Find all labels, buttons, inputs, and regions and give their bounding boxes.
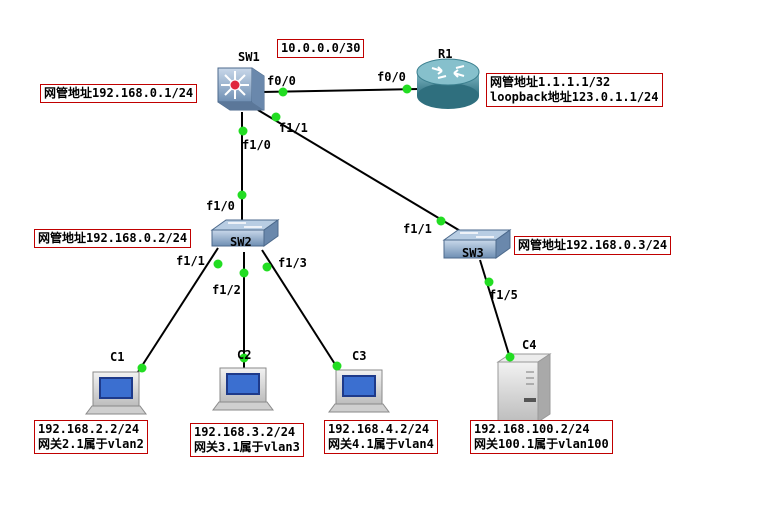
sw2-mgmt-text: 网管地址192.168.0.2/24 <box>38 231 188 245</box>
sw1-mgmt-text: 网管地址192.168.0.1/24 <box>44 86 194 100</box>
sw1-multilayer-switch-icon <box>217 67 265 111</box>
link-sw2-c3 <box>261 249 341 373</box>
port-dot-c1 <box>137 363 147 373</box>
c4-ip-text: 192.168.100.2/24 <box>474 422 590 436</box>
sw2-name: SW2 <box>230 235 252 249</box>
link-sw3-c4 <box>479 259 511 359</box>
port-dot-c4 <box>505 352 515 362</box>
port-dot-c2 <box>239 353 249 363</box>
c3-pc-icon <box>328 369 390 413</box>
port-dot-sw3-f15 <box>484 277 494 287</box>
r1-router-icon <box>416 58 480 109</box>
port-label-sw2-f13: f1/3 <box>278 256 307 270</box>
port-label-sw2-f10: f1/0 <box>206 199 235 213</box>
port-dot-c3 <box>332 361 342 371</box>
c4-name: C4 <box>522 338 537 352</box>
port-label-sw2-f11: f1/1 <box>176 254 205 268</box>
port-label-sw1-f11: f1/1 <box>279 121 308 135</box>
port-dot-sw1-f00 <box>278 87 288 97</box>
c2-ip-text: 192.168.3.2/24 <box>194 425 296 439</box>
c1-gw-text: 网关2.1属于vlan2 <box>38 437 144 451</box>
port-dot-sw2-f10 <box>237 190 247 200</box>
port-dot-r1-f00 <box>402 84 412 94</box>
links <box>137 88 511 373</box>
c2-pc-icon <box>212 367 274 411</box>
port-label-r1-f00: f0/0 <box>377 70 406 84</box>
c3-ip-text: 192.168.4.2/24 <box>328 422 430 436</box>
port-label-sw3-f11: f1/1 <box>403 222 432 236</box>
c4-ip-note: 192.168.100.2/24 网关100.1属于vlan100 <box>470 420 613 454</box>
sw1-name: SW1 <box>238 50 260 64</box>
sw2-mgmt-note: 网管地址192.168.0.2/24 <box>34 229 192 248</box>
port-label-sw2-f12: f1/2 <box>212 283 241 297</box>
c3-ip-note: 192.168.4.2/24 网关4.1属于vlan4 <box>324 420 438 454</box>
c2-gw-text: 网关3.1属于vlan3 <box>194 440 300 454</box>
port-dot-sw2-f12 <box>239 268 249 278</box>
sw2-switch-icon <box>210 219 280 247</box>
link-subnet-text: 10.0.0.0/30 <box>281 41 361 55</box>
r1-loopback-text: loopback地址123.0.1.1/24 <box>490 90 659 104</box>
sw3-name: SW3 <box>462 246 484 260</box>
port-label-sw1-f10: f1/0 <box>242 138 271 152</box>
c1-ip-note: 192.168.2.2/24 网关2.1属于vlan2 <box>34 420 148 454</box>
link-sw2-c1 <box>137 247 219 373</box>
c3-gw-text: 网关4.1属于vlan4 <box>328 437 434 451</box>
port-dot-sw3-f11 <box>436 216 446 226</box>
sw3-mgmt-text: 网管地址192.168.0.3/24 <box>518 238 668 252</box>
link-sw1-sw3 <box>257 109 463 233</box>
sw3-mgmt-note: 网管地址192.168.0.3/24 <box>514 236 672 255</box>
c2-name: C2 <box>237 348 252 362</box>
r1-mgmt-note: 网管地址1.1.1.1/32 loopback地址123.0.1.1/24 <box>486 73 663 107</box>
sw1-mgmt-note: 网管地址192.168.0.1/24 <box>40 84 198 103</box>
port-label-sw1-f00: f0/0 <box>267 74 296 88</box>
c4-server-icon <box>496 353 552 423</box>
r1-name: R1 <box>438 47 453 61</box>
c1-name: C1 <box>110 350 125 364</box>
port-dots <box>137 84 515 373</box>
sw3-switch-icon <box>442 229 512 259</box>
c1-ip-text: 192.168.2.2/24 <box>38 422 140 436</box>
r1-mgmt-text: 网管地址1.1.1.1/32 <box>490 75 611 89</box>
port-dot-sw2-f11 <box>213 259 223 269</box>
link-subnet-note: 10.0.0.0/30 <box>277 39 365 58</box>
port-label-sw3-f15: f1/5 <box>489 288 518 302</box>
port-dot-sw1-f11 <box>271 112 281 122</box>
link-sw1-r1 <box>261 88 419 93</box>
port-dot-sw1-f10 <box>238 126 248 136</box>
c2-ip-note: 192.168.3.2/24 网关3.1属于vlan3 <box>190 423 304 457</box>
c4-gw-text: 网关100.1属于vlan100 <box>474 437 609 451</box>
c1-pc-icon <box>85 371 147 415</box>
c3-name: C3 <box>352 349 367 363</box>
port-dot-sw2-f13 <box>262 262 272 272</box>
